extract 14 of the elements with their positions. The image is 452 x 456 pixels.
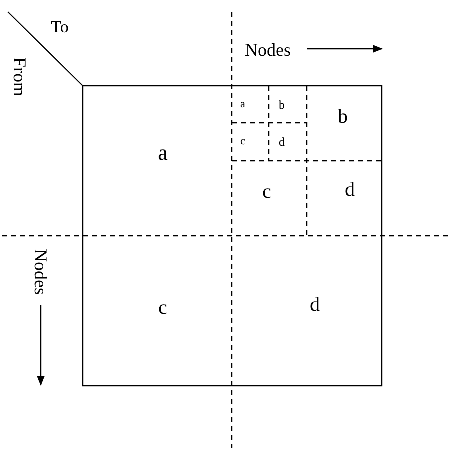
quadrant-label: b	[279, 99, 285, 111]
quadrant-label: b	[338, 107, 348, 127]
quadrant-label: d	[345, 180, 355, 200]
quadrant-label: a	[240, 100, 246, 110]
quadrant-label: d	[310, 295, 320, 315]
axis-label: To	[51, 18, 69, 36]
quadrant-label: c	[240, 136, 246, 148]
axis-label: From	[11, 58, 29, 96]
axis-label: Nodes	[32, 249, 50, 295]
axis-label: Nodes	[245, 41, 291, 59]
quadrant-label: a	[158, 142, 168, 164]
quadrant-label: c	[158, 298, 168, 318]
quadrant-label: d	[279, 136, 285, 148]
quadrant-label: c	[262, 182, 272, 202]
